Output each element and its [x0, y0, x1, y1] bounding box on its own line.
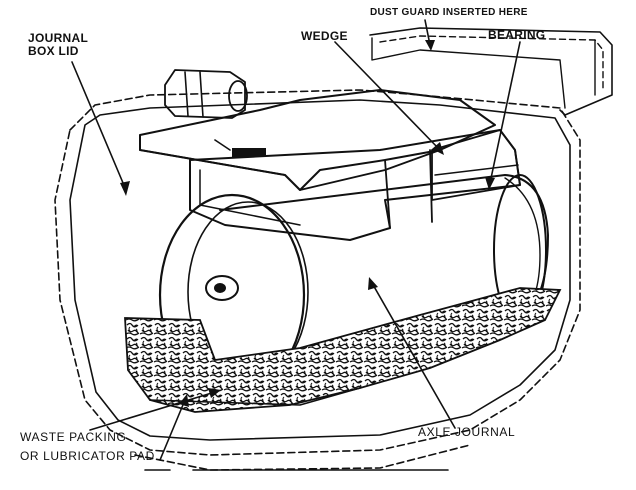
label-wedge: WEDGE [301, 29, 348, 43]
label-journal-box-lid-line2: BOX LID [28, 43, 79, 58]
journal-box-housing [54, 89, 581, 471]
waste-packing [124, 287, 562, 413]
leader-lines [71, 19, 521, 461]
dust-guard-slot [369, 27, 613, 116]
label-waste-packing-line2: OR LUBRICATOR PAD [20, 449, 155, 464]
label-waste-packing: WASTE PACKING OR LUBRICATOR PAD [20, 428, 155, 466]
label-dust-guard: DUST GUARD INSERTED HERE [370, 7, 528, 18]
lid-latch [232, 148, 266, 157]
lid-hinge [164, 69, 248, 119]
label-journal-box-lid: JOURNAL BOX LID [28, 32, 88, 57]
label-axle-journal: AXLE JOURNAL [418, 425, 516, 439]
label-journal-box-lid-line1: JOURNAL [28, 31, 89, 45]
bearing-block [189, 129, 521, 241]
label-bearing: BEARING [488, 28, 546, 42]
label-waste-packing-line1: WASTE PACKING [20, 430, 127, 444]
